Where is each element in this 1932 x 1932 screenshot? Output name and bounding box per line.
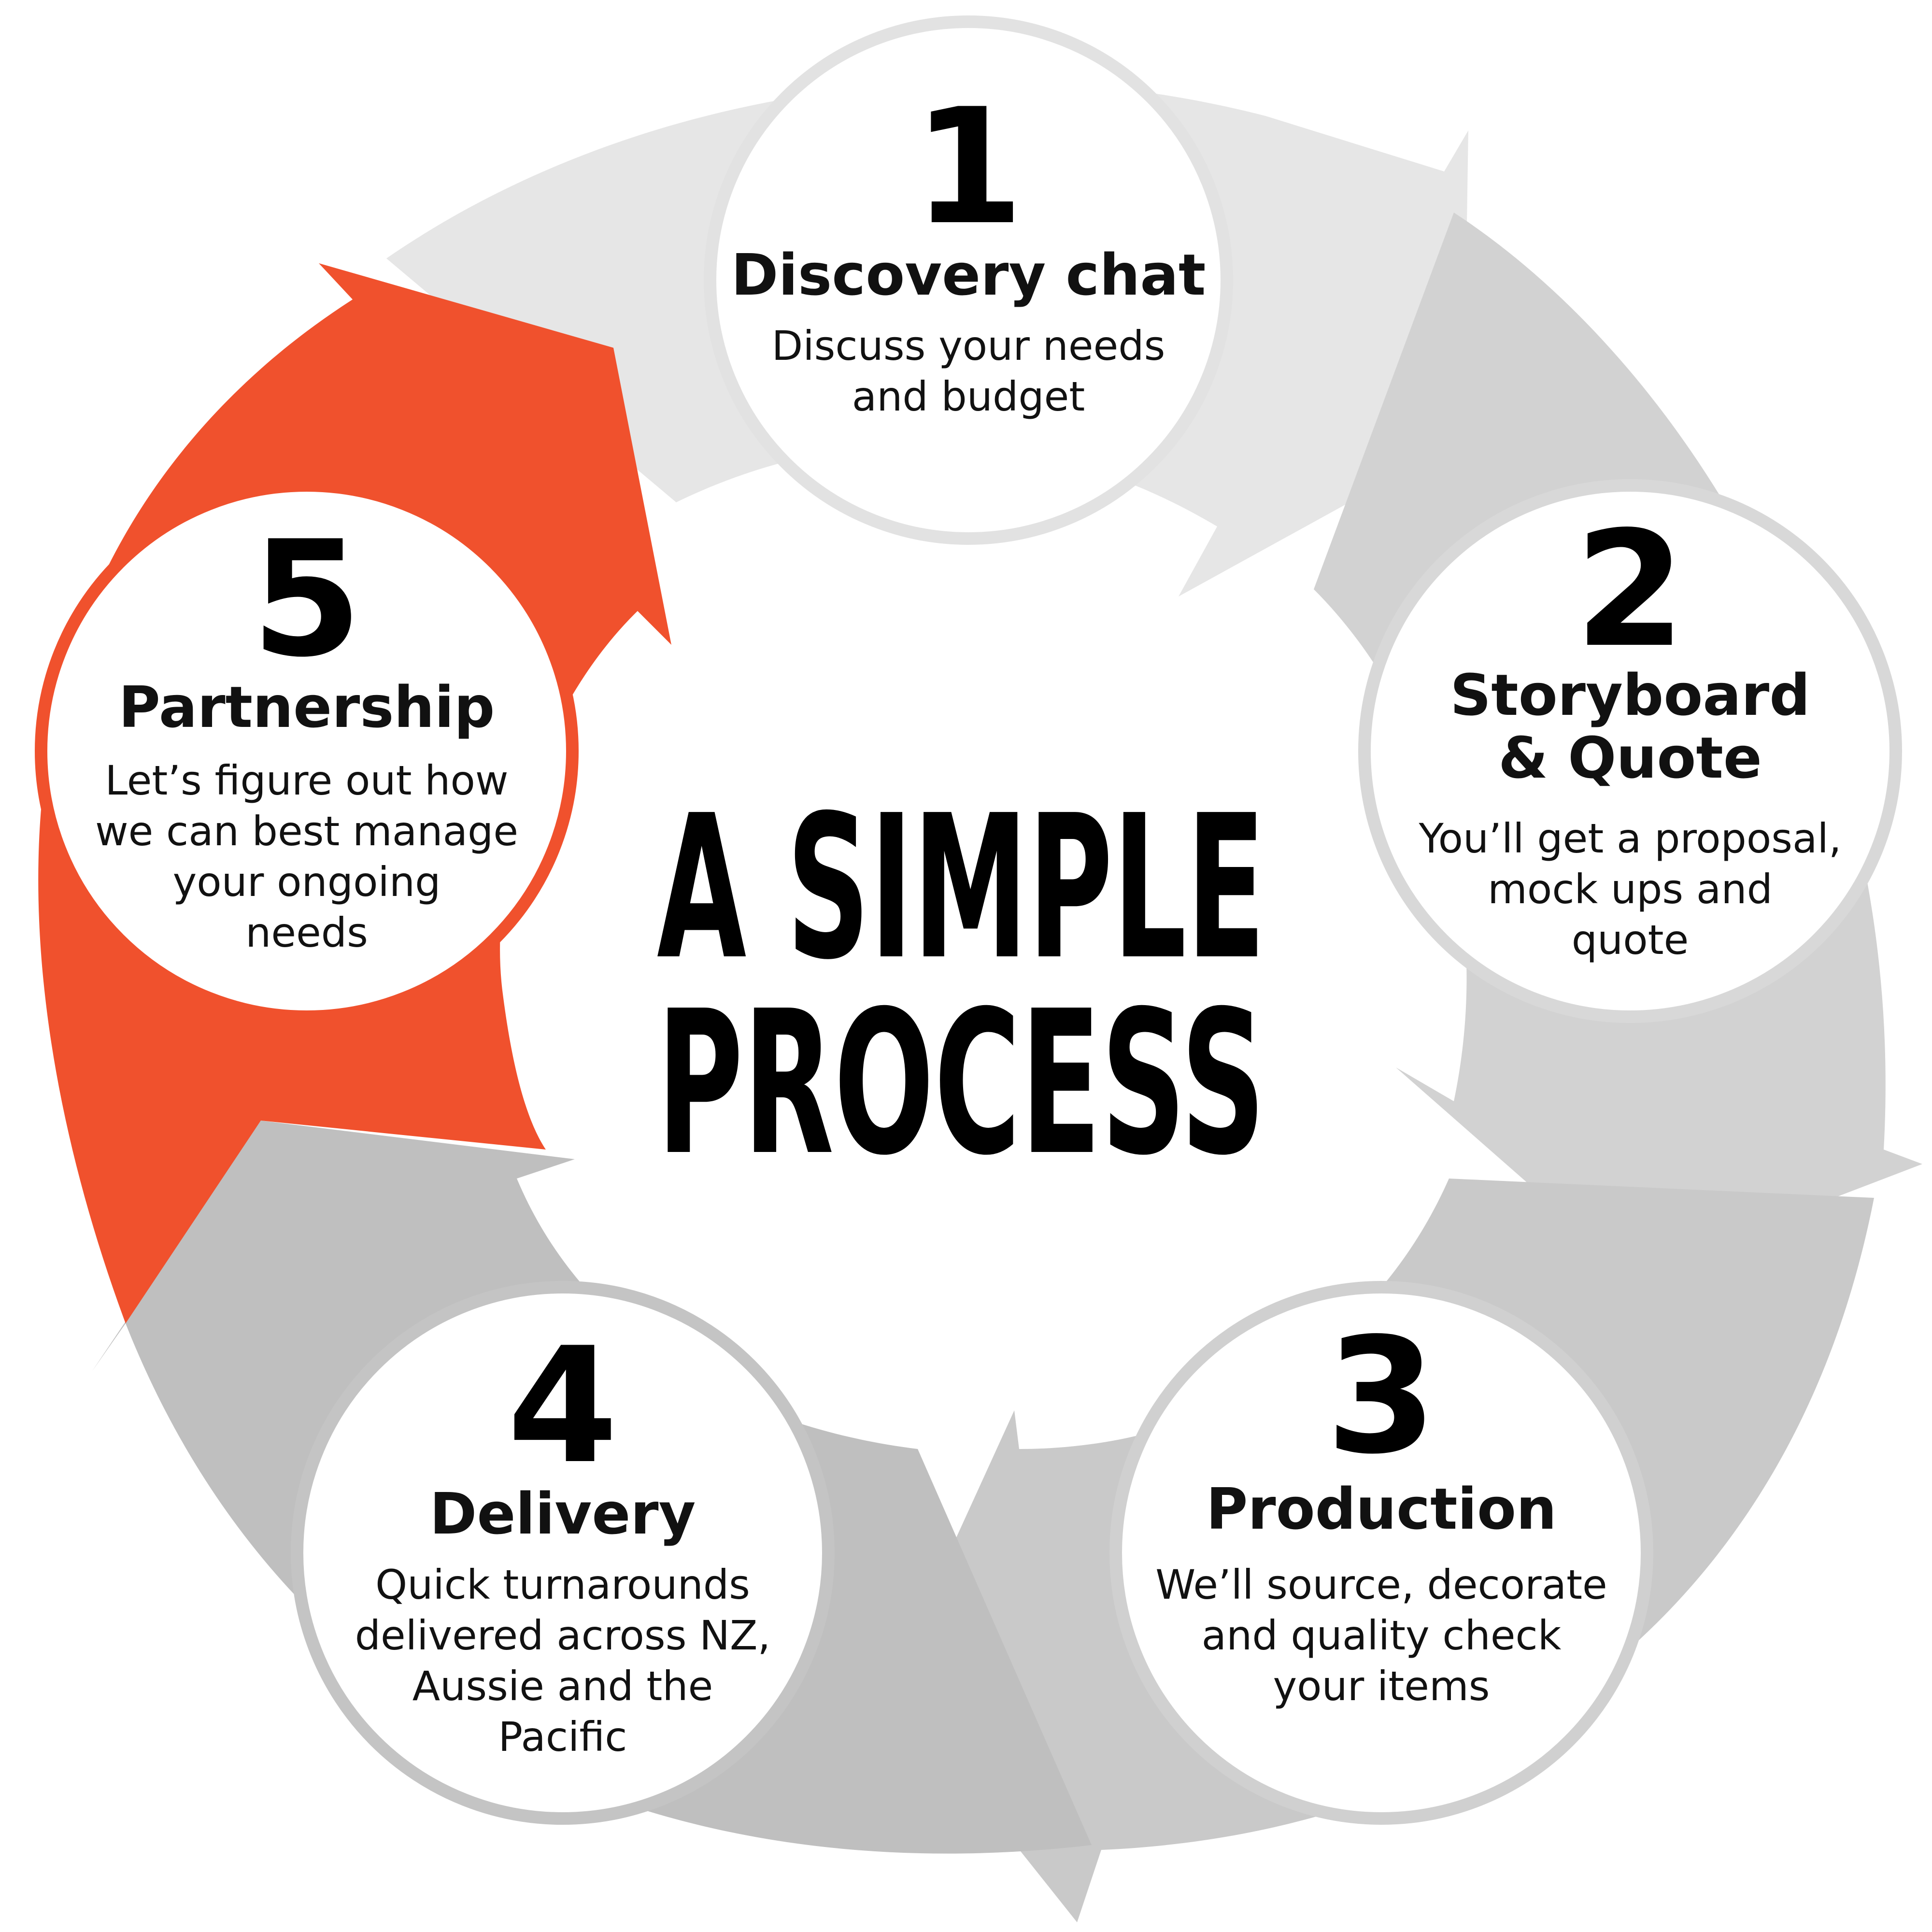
step-3-title: Production [1206, 1476, 1557, 1542]
step-3-number: 3 [1326, 1304, 1437, 1489]
step-2-description-line: mock ups and [1488, 866, 1773, 913]
step-2-description-line: quote [1572, 916, 1689, 964]
step-5-description-line: your ongoing [173, 858, 441, 906]
step-2-title-line: & Quote [1498, 724, 1762, 791]
step-5-circle [35, 479, 579, 1023]
center-title: A SIMPLE PROCESS [657, 772, 1265, 1199]
step-2: 2 Storyboard & Quote You’ll get a propos… [1358, 479, 1902, 1023]
step-3-description-line: your items [1273, 1662, 1490, 1710]
step-3-description-line: and quality check [1202, 1612, 1562, 1659]
step-5-description-line: Let’s figure out how [105, 757, 508, 804]
step-4-description-line: Quick turnarounds [375, 1561, 750, 1608]
step-1-title: Discovery chat [731, 242, 1206, 308]
step-3-description-line: We’ll source, decorate [1155, 1561, 1607, 1608]
step-5-title: Partnership [119, 674, 495, 740]
step-1-description-line: and budget [852, 373, 1085, 420]
step-1-number: 1 [913, 74, 1024, 260]
step-5-number: 5 [251, 507, 362, 692]
step-1-description-line: Discuss your needs [772, 322, 1165, 369]
step-5: 5 Partnership Let’s figure out how we ca… [35, 479, 579, 1023]
step-2-title-line: Storyboard [1450, 662, 1810, 728]
step-5-description-line: needs [245, 909, 368, 956]
step-4-title: Delivery [430, 1480, 696, 1547]
step-4-description-line: delivered across NZ, [355, 1612, 771, 1659]
step-4-circle [291, 1281, 835, 1825]
step-4: 4 Delivery Quick turnarounds delivered a… [291, 1281, 835, 1825]
center-title-line-1: A SIMPLE [657, 772, 1265, 1003]
step-2-number: 2 [1575, 497, 1686, 682]
center-title-line-2: PROCESS [657, 968, 1265, 1199]
step-4-description-line: Aussie and the [412, 1662, 713, 1710]
step-2-description-line: You’ll get a proposal, [1418, 815, 1841, 862]
step-3: 3 Production We’ll source, decorate and … [1109, 1281, 1653, 1825]
step-5-description-line: we can best manage [95, 808, 518, 855]
step-3-circle [1109, 1281, 1653, 1825]
step-2-circle [1358, 479, 1902, 1023]
step-1: 1 Discovery chat Discuss your needs and … [704, 15, 1233, 545]
step-1-circle [704, 15, 1233, 545]
step-4-description-line: Pacific [498, 1713, 627, 1761]
step-4-number: 4 [507, 1313, 618, 1499]
